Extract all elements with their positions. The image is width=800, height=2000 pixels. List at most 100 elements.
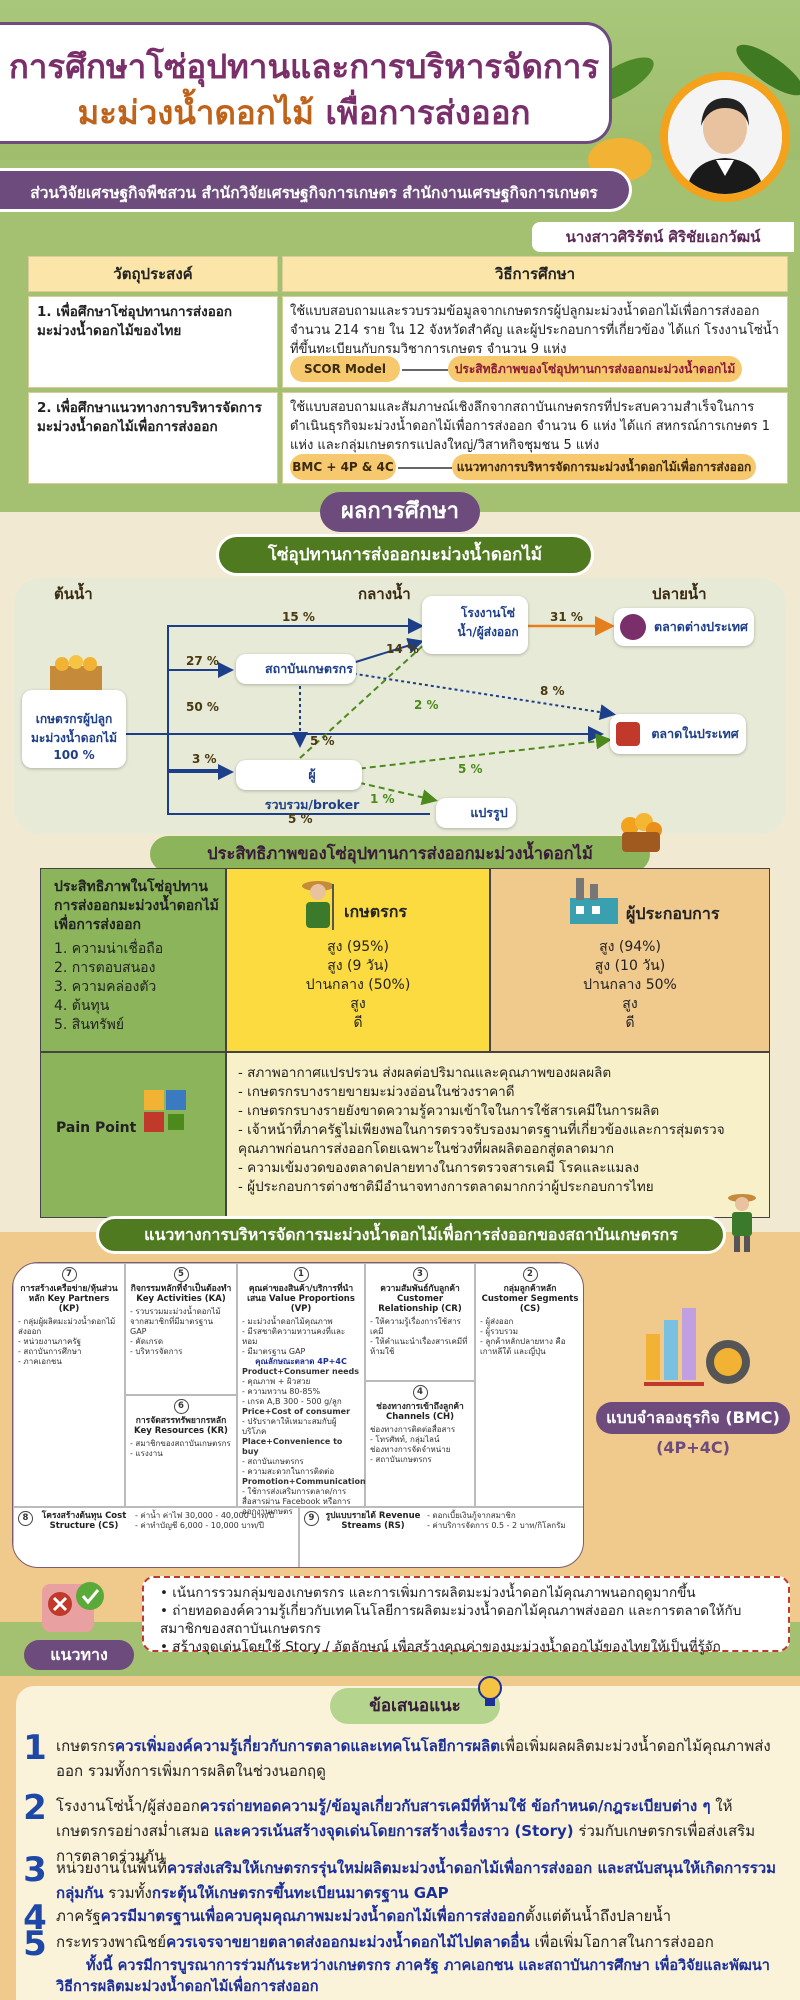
guideline-1: • เน้นการรวมกลุ่มของเกษตรกร และการเพิ่มก…	[160, 1585, 696, 1601]
pain-point-cell	[226, 1052, 770, 1218]
suggestion-emphasis: กระตุ้นให้เกษตรกรขึ้นทะเบียนมาตรฐาน GAP	[151, 1884, 449, 1902]
farmer-figure-icon	[728, 1194, 756, 1252]
suggestion-emphasis: ควรส่งเสริมให้เกษตรกรรุ่นใหม่ผลิตมะม่วงน…	[56, 1859, 777, 1902]
suggestion-subject: เกษตรกร	[56, 1737, 116, 1755]
objective-2: 2. เพื่อศึกษาแนวทางการบริหารจัดการมะม่วง…	[28, 392, 278, 484]
guideline-2: • ถ่ายทอดองค์ความรู้เกี่ยวกับเทคโนโลยีกา…	[160, 1603, 742, 1637]
tool-bmc: BMC + 4P & 4C	[290, 454, 396, 480]
flow-8: 8 %	[540, 684, 565, 698]
bmc-vp-line: - เกรด A,B 300 - 500 g/ลูก	[242, 1397, 342, 1406]
bmc-vp-line: Price+Cost of consumer	[242, 1407, 351, 1416]
bmc-sublabel: (4P+4C)	[656, 1438, 730, 1457]
organization-bar	[0, 168, 632, 212]
flow-1: 1 %	[370, 792, 395, 806]
suggestions-title: ข้อเสนอแนะ	[330, 1688, 500, 1724]
criteria-5: 5. สินทรัพย์	[54, 1017, 125, 1033]
suggestion-subject: โรงงานโซ่น้ำ/ผู้ส่งออก	[56, 1797, 200, 1815]
farmer-value-2: สูง (9 วัน)	[327, 958, 389, 974]
bmc-key-resources: 6 การจัดสรรทรัพยากรหลัก Key Resources (K…	[125, 1395, 237, 1507]
suggestion-emphasis: ควรมีมาตรฐานเพื่อควบคุมคุณภาพมะม่วงน้ำดอ…	[100, 1907, 525, 1925]
management-title: แนวทางการบริหารจัดการมะม่วงน้ำดอกไม้เพื่…	[96, 1216, 726, 1254]
suggestion-4: ภาครัฐควรมีมาตรฐานเพื่อควบคุมคุณภาพมะม่ว…	[56, 1904, 778, 1929]
bmc-cs-number: 2	[522, 1267, 538, 1282]
flow-5c: 5 %	[288, 812, 313, 826]
bmc-key-activities: 5 กิจกรรมหลักที่จำเป็นต้องทำ Key Activit…	[125, 1263, 237, 1395]
title-box	[0, 22, 612, 144]
suggestion-number-1: 1	[23, 1728, 47, 1768]
suggestion-number-5: 5	[23, 1924, 47, 1964]
suggestion-subject: ภาครัฐ	[56, 1907, 101, 1925]
bmc-vp-lines: Product+Consumer needs - คุณภาพ + ผิวสวย…	[242, 1367, 366, 1517]
bmc-cr-body: - ให้ความรู้เรื่องการใช้สารเคมี - ให้คำแ…	[370, 1317, 468, 1356]
bmc-vp-line: Product+Consumer needs	[242, 1367, 360, 1376]
checklist-icon	[42, 1582, 104, 1632]
suggestion-detail: เพื่อเพิ่มโอกาสในการส่งออก	[529, 1933, 714, 1951]
suggestion-emphasis: ควรเจรจาขยายตลาดส่งออกมะม่วงน้ำดอกไม้ไปต…	[166, 1933, 530, 1951]
bmc-cr-number: 3	[412, 1267, 428, 1282]
suggestion-subject: หน่วยงานในพื้นที่	[56, 1859, 167, 1877]
stage-downstream: ปลายน้ำ	[652, 585, 707, 603]
arrow-2	[398, 467, 452, 469]
arrow-1	[402, 369, 448, 371]
farmer-value-5: ดี	[353, 1015, 363, 1031]
flow-27: 27 %	[186, 654, 219, 668]
bmc-vp-title: คุณค่าของสินค้า/บริการที่นำเสนอ Value Pr…	[247, 1284, 355, 1314]
node-collector: ผู้รวบรวม/broker	[236, 760, 362, 812]
farmer-value-3: ปานกลาง (50%)	[305, 977, 411, 993]
suggestion-detail: เพื่อเพิ่มผลผลิตมะม่วงน้ำดอกไม้คุณภาพส่ง…	[56, 1737, 771, 1780]
farmer-icon	[302, 881, 334, 930]
guideline-text: เน้นการรวมกลุ่มของเกษตรกร และการเพิ่มการ…	[172, 1585, 696, 1601]
guideline-text: ถ่ายทอดองค์ความรู้เกี่ยวกับเทคโนโลยีการผ…	[160, 1603, 742, 1637]
farmer-value-1: สูง (95%)	[327, 939, 389, 955]
suggestion-number-4: 4	[23, 1898, 47, 1938]
bmc-cost-number: 8	[18, 1511, 33, 1526]
farmer-mango-crate-icon	[50, 655, 102, 690]
title-mango: มะม่วงน้ำดอกไม้	[77, 93, 315, 132]
suggestion-number-3: 3	[23, 1850, 47, 1890]
result-1: ประสิทธิภาพของโซ่อุปทานการส่งออกมะม่วงน้…	[448, 356, 742, 382]
farmer-cell	[226, 868, 490, 1052]
criteria-cell	[40, 868, 226, 1052]
suggestion-emphasis: และควรเน้นสร้างจุดเด่นโดยการสร้างเรื่องร…	[214, 1822, 574, 1840]
bmc-rev-title: รูปแบบรายได้ Revenue Streams (RS)	[325, 1511, 421, 1531]
puzzle-icon	[144, 1090, 186, 1132]
guideline-text: สร้างจุดเด่นโดยใช้ Story / อัตลักษณ์ เพื…	[172, 1639, 721, 1655]
bmc-vp-line: Place+Convenience to buy	[242, 1437, 343, 1456]
pain-point-1: - สภาพอากาศแปรปรวน ส่งผลต่อปริมาณและคุณภ…	[238, 1065, 612, 1081]
objective-header: วัตถุประสงค์	[28, 256, 278, 292]
bmc-rev-body: - ดอกเบี้ยเงินกู้จากสมาชิก - ค่าบริการจั…	[427, 1511, 566, 1530]
criteria-list: 1. ความน่าเชื่อถือ 2. การตอบสนอง 3. ความ…	[54, 940, 224, 1035]
title-export: เพื่อการส่งออก	[325, 93, 531, 132]
bmc-value-propositions: 1 คุณค่าของสินค้า/บริการที่นำเสนอ Value …	[237, 1263, 366, 1516]
author-name: นางสาวศิริรัตน์ ศิริชัยเอกวัฒน์	[532, 222, 794, 252]
criteria-4: 4. ต้นทุน	[54, 998, 110, 1014]
operator-value-5: ดี	[625, 1015, 635, 1031]
bmc-kp-title: การสร้างเครือข่าย/หุ้นส่วนหลัก Key Partn…	[20, 1284, 118, 1314]
flow-50: 50 %	[186, 700, 219, 714]
bmc-cost-title: โครงสร้างต้นทุน Cost Structure (CS)	[41, 1511, 127, 1531]
flow-2: 2 %	[414, 698, 439, 712]
shop-icon	[616, 722, 640, 746]
results-badge: ผลการศึกษา	[320, 492, 480, 532]
suggestion-5: กระทรวงพาณิชย์ควรเจรจาขยายตลาดส่งออกมะม่…	[56, 1930, 778, 1955]
suggestion-1: เกษตรกรควรเพิ่มองค์ความรู้เกี่ยวกับการตล…	[56, 1734, 778, 1784]
objective-1: 1. เพื่อศึกษาโซ่อุปทานการส่งออกมะม่วงน้ำ…	[28, 296, 278, 388]
chain-arrows	[126, 616, 616, 815]
pain-point-3: - เกษตรกรบางรายยังขาดความรู้ความเข้าใจใน…	[238, 1103, 660, 1119]
guideline-3: • สร้างจุดเด่นโดยใช้ Story / อัตลักษณ์ เ…	[160, 1639, 721, 1655]
bmc-customer-relationship: 3 ความสัมพันธ์กับลูกค้า Customer Relatio…	[365, 1263, 475, 1381]
pain-point-label: Pain Point	[56, 1120, 137, 1136]
bmc-vp-line: - ปรับราคาให้เหมาะสมกับผู้บริโภค	[242, 1417, 337, 1436]
farmer-label: เกษตรกร	[344, 902, 407, 921]
suggestion-2: โรงงานโซ่น้ำ/ผู้ส่งออกควรถ่ายทอดความรู้/…	[56, 1794, 778, 1869]
farmer-value-4: สูง	[350, 996, 366, 1012]
operator-value-3: ปานกลาง 50%	[583, 977, 677, 993]
bmc-vp-subtitle: คุณลักษณะตลาด 4P+4C	[255, 1357, 347, 1366]
operator-value-2: สูง (10 วัน)	[594, 958, 666, 974]
flow-3: 3 %	[192, 752, 217, 766]
suggestion-emphasis: ควรถ่ายทอดความรู้/ข้อมูลเกี่ยวกับสารเคมี…	[199, 1797, 711, 1815]
bmc-key-partners: 7 การสร้างเครือข่าย/หุ้นส่วนหลัก Key Par…	[13, 1263, 125, 1507]
criteria-2: 2. การตอบสนอง	[54, 960, 156, 976]
pain-point-4: - เจ้าหน้าที่ภาครัฐไม่เพียงพอในการตรวจรั…	[238, 1122, 725, 1157]
bmc-channels: 4 ช่องทางการเข้าถึงลูกค้า Channels (CH) …	[365, 1381, 475, 1507]
